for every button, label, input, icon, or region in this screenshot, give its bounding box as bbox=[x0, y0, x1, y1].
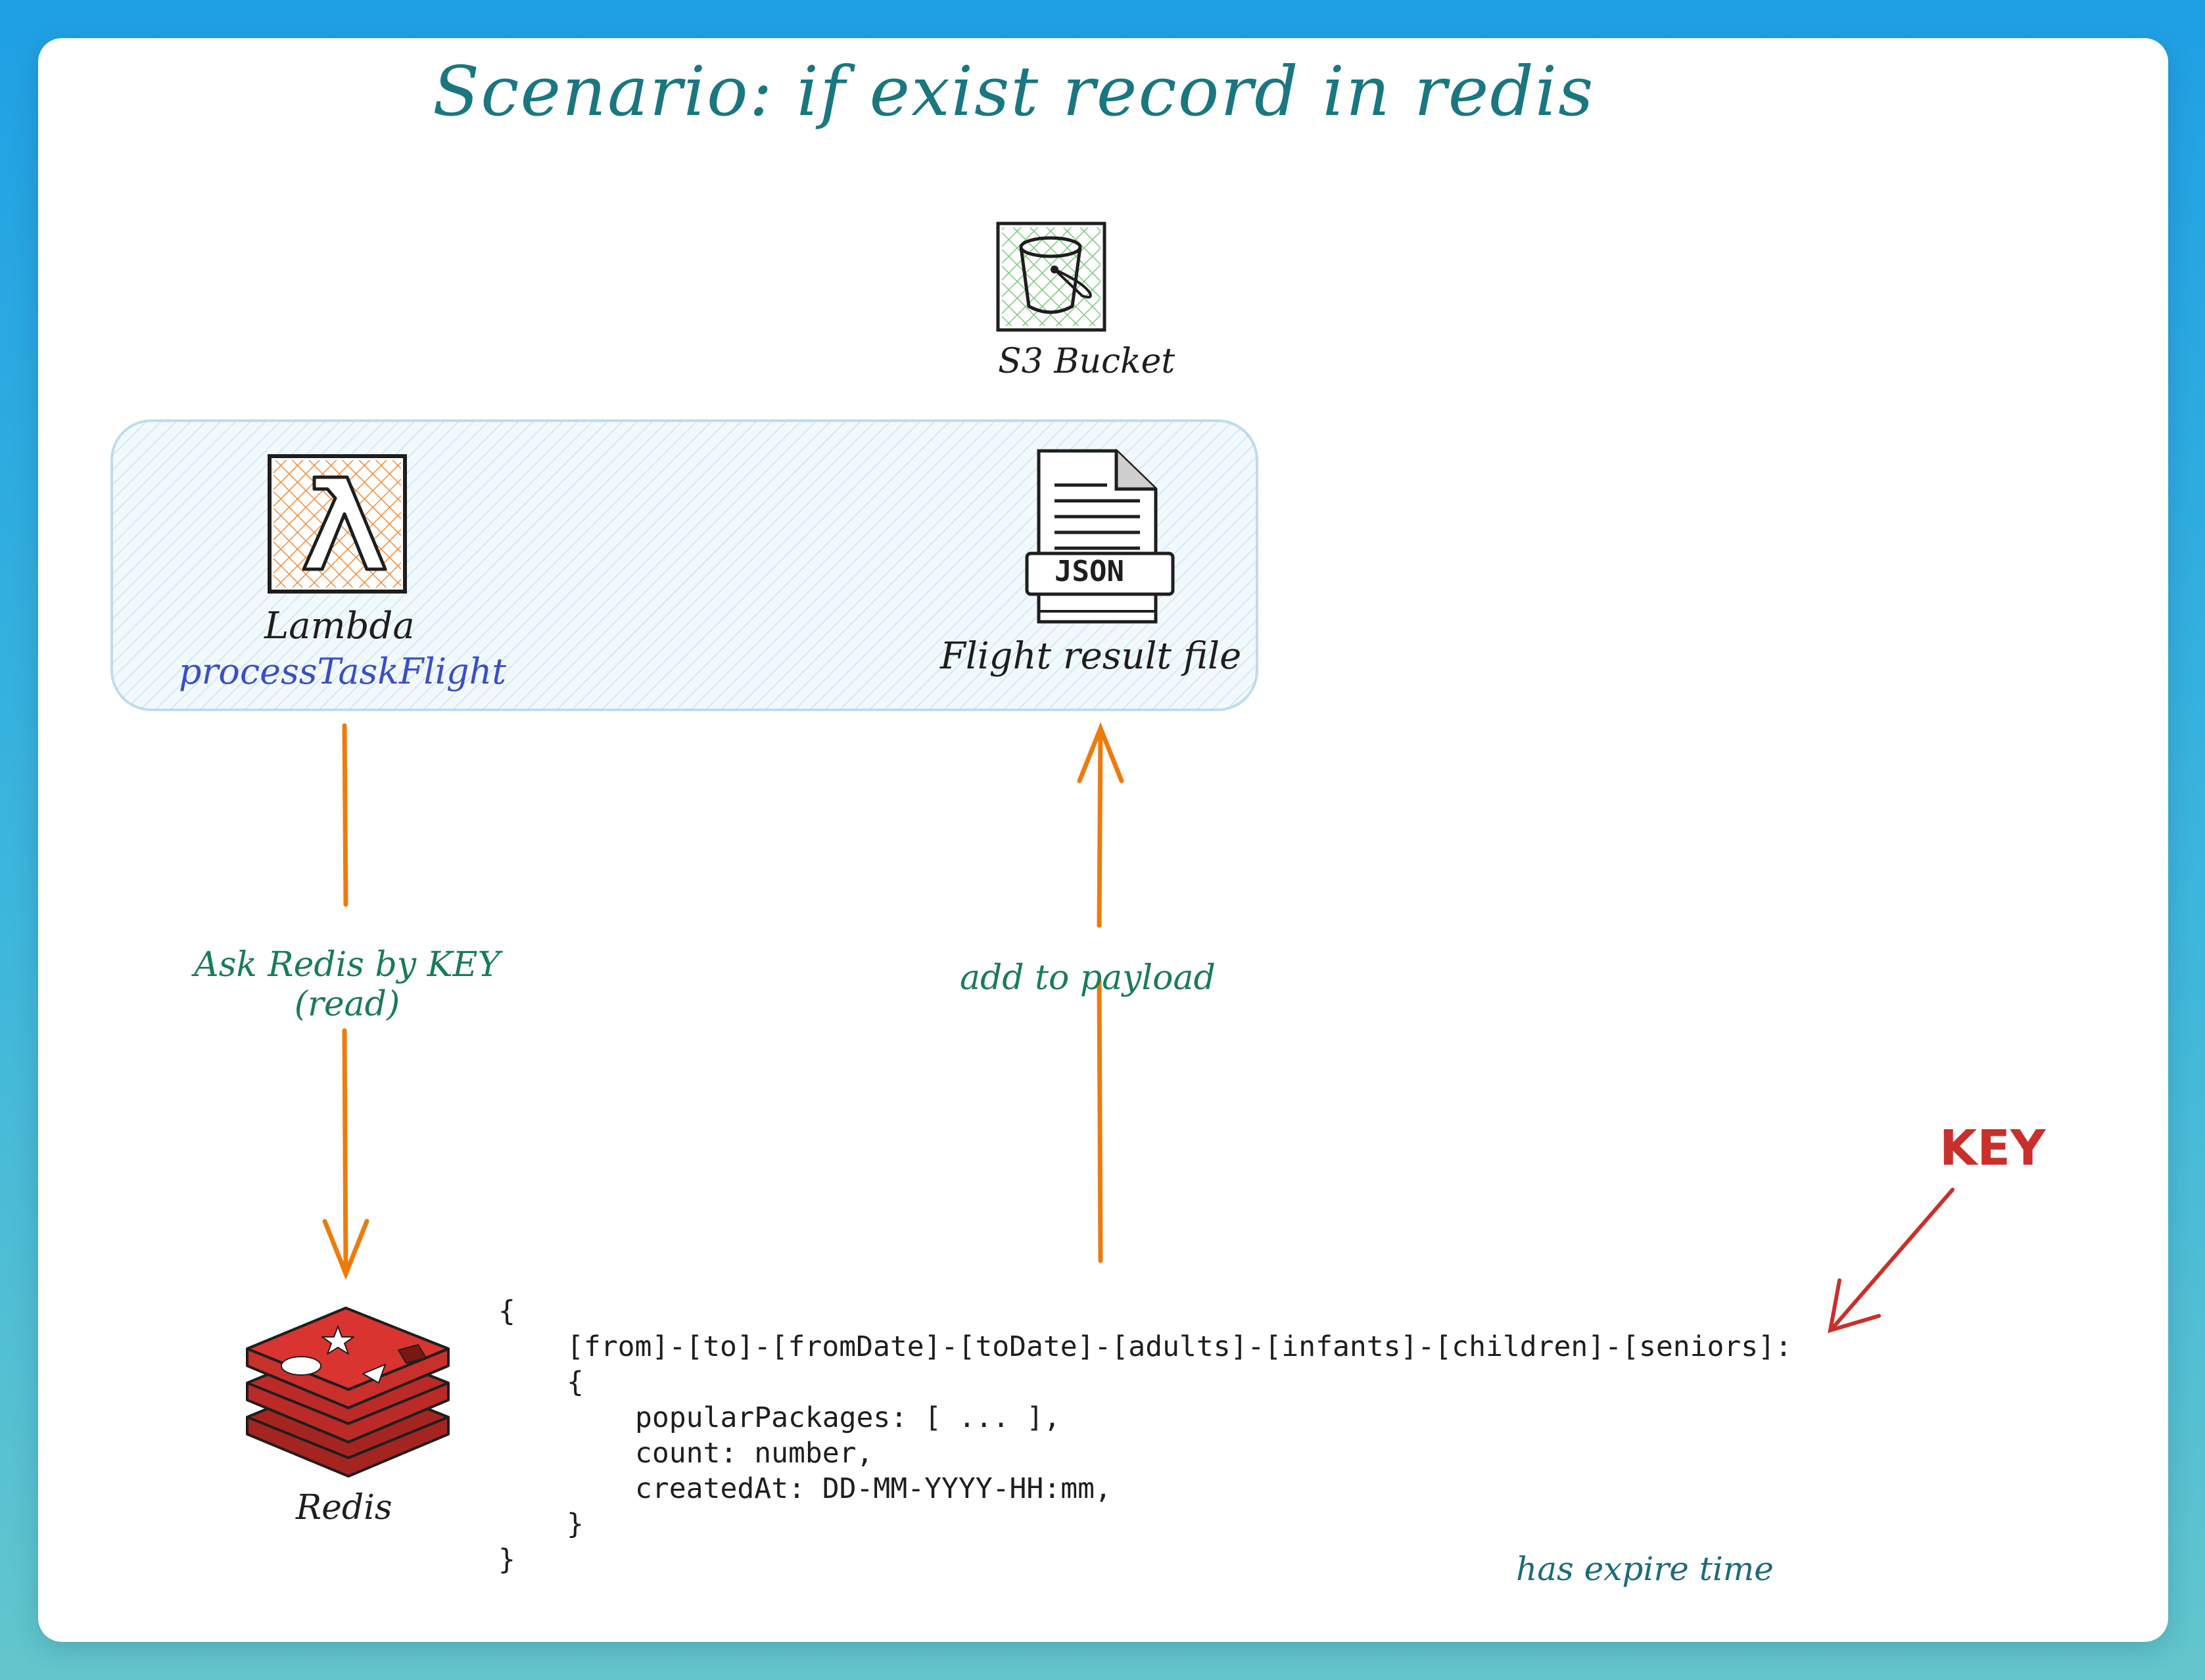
code-field-popular-packages: popularPackages: [ ... ], bbox=[635, 1401, 1061, 1434]
expire-note: has expire time bbox=[1516, 1550, 1774, 1588]
bucket-icon bbox=[996, 222, 1106, 332]
read-arrow-label: Ask Redis by KEY (read) bbox=[176, 945, 518, 1024]
diagram-canvas: Scenario: if exist record in redis S3 Bu… bbox=[38, 38, 2168, 1642]
redis-icon bbox=[246, 1307, 450, 1478]
redis-record-code: {[from]-[to]-[fromDate]-[toDate]-[adults… bbox=[498, 1294, 1792, 1577]
diagram-graphics bbox=[110, 222, 1955, 1478]
read-arrow bbox=[322, 723, 369, 1280]
code-key-format: [from]-[to]-[fromDate]-[toDate]-[adults]… bbox=[567, 1330, 1792, 1363]
code-inner-open-brace: { bbox=[567, 1366, 584, 1399]
code-field-count: count: number, bbox=[635, 1437, 874, 1470]
diagram-title: Scenario: if exist record in redis bbox=[433, 51, 1595, 131]
key-pointer-arrow bbox=[1828, 1188, 1955, 1334]
code-close-brace: } bbox=[498, 1543, 515, 1576]
json-badge: JSON bbox=[1055, 555, 1124, 588]
payload-arrow bbox=[1077, 722, 1124, 1263]
key-label: KEY bbox=[1939, 1120, 2046, 1177]
flight-result-file-label: Flight result file bbox=[940, 635, 1242, 678]
redis-label: Redis bbox=[296, 1488, 392, 1528]
payload-arrow-label: add to payload bbox=[960, 958, 1216, 998]
read-arrow-label-line2: (read) bbox=[294, 985, 400, 1024]
lambda-label: Lambda bbox=[264, 605, 415, 647]
lambda-function-name: processTaskFlight bbox=[179, 651, 507, 692]
s3-bucket-label: S3 Bucket bbox=[998, 342, 1175, 381]
code-open-brace: { bbox=[498, 1295, 515, 1328]
code-field-created-at: createdAt: DD-MM-YYYY-HH:mm, bbox=[635, 1472, 1112, 1505]
code-inner-close-brace: } bbox=[567, 1508, 584, 1541]
read-arrow-label-line1: Ask Redis by KEY bbox=[194, 945, 500, 985]
json-file-icon bbox=[1025, 449, 1175, 624]
lambda-icon bbox=[268, 454, 407, 594]
